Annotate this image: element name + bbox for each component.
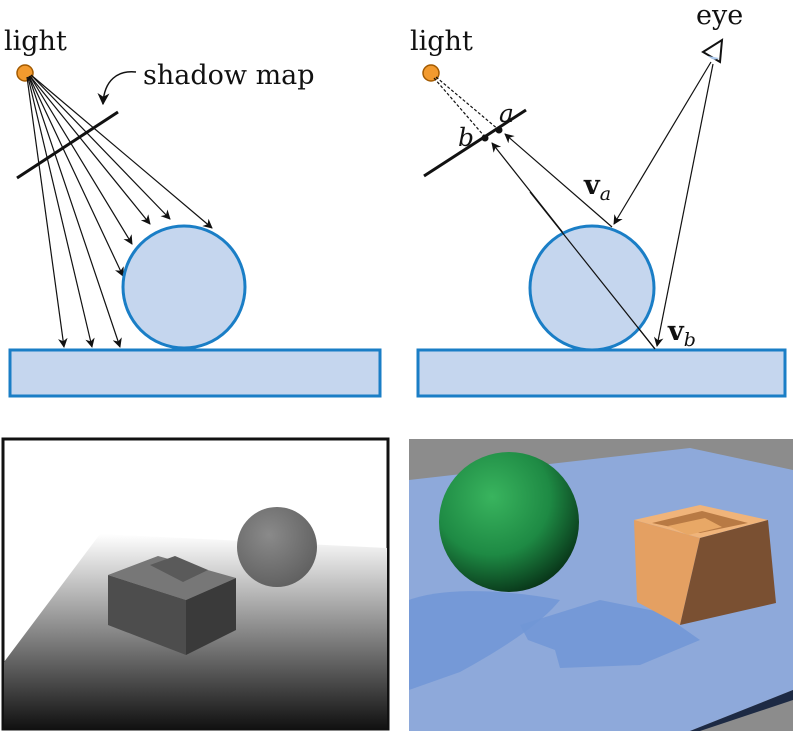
shadow-map-label: shadow map bbox=[143, 60, 315, 91]
panel-depth-comparison: light eye a b va bbox=[410, 0, 787, 398]
eye-ray-to-vb bbox=[653, 63, 714, 347]
vector-vb-main: v bbox=[667, 316, 685, 347]
ground-plane bbox=[8, 348, 382, 398]
light-label: light bbox=[4, 26, 67, 57]
green-sphere bbox=[439, 452, 579, 592]
light-ray bbox=[29, 75, 133, 245]
sphere-outline bbox=[121, 224, 247, 350]
depth-sphere bbox=[237, 507, 317, 587]
light-ray bbox=[30, 74, 213, 229]
light-ray bbox=[28, 76, 122, 348]
panel-shadowed-scene-render bbox=[409, 439, 793, 731]
shadow-map-plane bbox=[16, 110, 119, 180]
panel-depth-map-render bbox=[1, 437, 390, 731]
vector-va-main: v bbox=[583, 170, 601, 201]
ground-plane bbox=[416, 348, 787, 398]
eye-label: eye bbox=[696, 0, 743, 31]
light-source-icon bbox=[422, 64, 440, 82]
shadow-map-plane bbox=[423, 108, 527, 178]
sphere-shadow bbox=[409, 591, 560, 690]
point-a-label: a bbox=[499, 99, 514, 128]
ray-va-to-a bbox=[504, 133, 613, 228]
light-projection-lines bbox=[433, 76, 500, 138]
point-a-marker bbox=[495, 126, 503, 134]
sphere-outline bbox=[528, 224, 656, 352]
eye-rays bbox=[613, 61, 714, 347]
light-ray bbox=[27, 76, 95, 348]
light-ray bbox=[29, 75, 151, 225]
light-rays bbox=[26, 74, 213, 348]
panel-shadow-map-generation: light shadow map bbox=[4, 26, 382, 398]
point-b-label: b bbox=[458, 123, 474, 152]
vector-vb-sub: b bbox=[684, 329, 696, 351]
shadow-map-pointer-arrow bbox=[97, 71, 137, 106]
vector-vb-label: vb bbox=[667, 316, 696, 351]
light-ray bbox=[26, 76, 68, 348]
orange-notched-cube bbox=[634, 505, 776, 625]
light-ray bbox=[28, 75, 124, 277]
vector-va-label: va bbox=[583, 170, 611, 205]
vector-va-sub: a bbox=[600, 183, 611, 205]
eye-ray-to-va bbox=[613, 61, 712, 225]
cube-shadow bbox=[520, 600, 700, 668]
light-ray bbox=[30, 74, 171, 220]
point-b-marker bbox=[481, 134, 489, 142]
light-label: light bbox=[410, 26, 473, 57]
depth-notched-cube bbox=[108, 556, 236, 655]
